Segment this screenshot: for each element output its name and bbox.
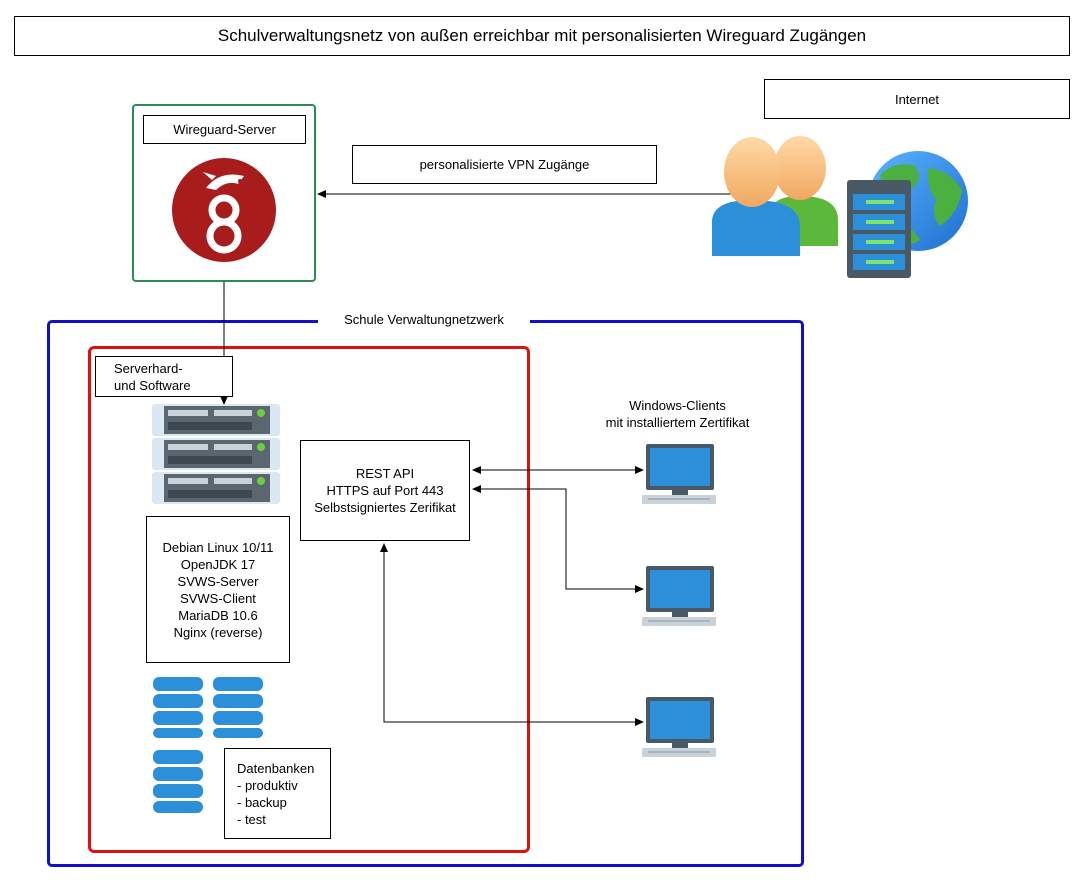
server-hardware-label: Serverhard- und Software [95, 356, 233, 397]
database-icon [153, 750, 203, 813]
monitor-icon [642, 697, 716, 757]
server-tower-icon [847, 180, 911, 278]
server-rack-icon [152, 404, 280, 504]
wireguard-server-frame [132, 104, 316, 282]
diagram-title: Schulverwaltungsnetz von außen erreichba… [14, 16, 1070, 56]
client2-connection-line [472, 485, 644, 593]
database-icon [213, 677, 263, 738]
wireguard-logo-icon [172, 158, 276, 262]
windows-clients-label: Windows-Clients mit installiertem Zertif… [578, 392, 777, 435]
software-list-box: Debian Linux 10/11 OpenJDK 17 SVWS-Serve… [146, 516, 290, 663]
rest-api-box: REST API HTTPS auf Port 443 Selbstsignie… [300, 440, 470, 541]
client3-connection-line [380, 543, 644, 726]
internet-label: Internet [764, 79, 1070, 119]
monitor-icon [642, 444, 716, 504]
school-network-label: Schule Verwaltungnetzwerk [318, 306, 530, 332]
users-icon [712, 136, 838, 256]
vpn-access-label: personalisierte VPN Zugänge [352, 145, 657, 184]
monitor-icon [642, 566, 716, 626]
wireguard-server-label: Wireguard-Server [143, 115, 306, 144]
database-icon [153, 677, 203, 738]
databases-box: Datenbanken - produktiv - backup - test [224, 748, 331, 839]
